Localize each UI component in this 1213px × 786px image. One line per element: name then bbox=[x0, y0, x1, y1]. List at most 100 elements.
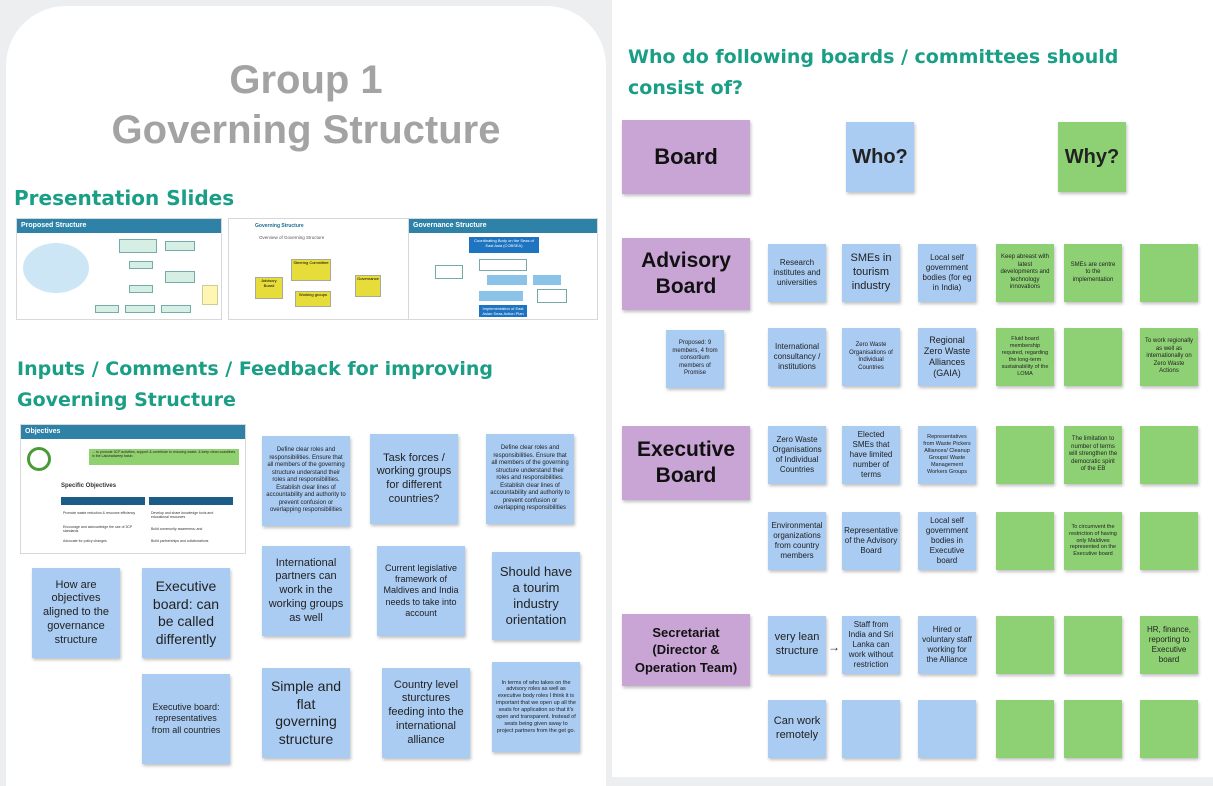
diagram-box bbox=[165, 271, 195, 283]
diagram-box bbox=[165, 241, 195, 251]
target-icon bbox=[27, 447, 51, 471]
why-note-empty[interactable] bbox=[1064, 700, 1122, 758]
inputs-heading-line1: Inputs / Comments / Feedback for improvi… bbox=[17, 358, 494, 380]
objectives-col-header bbox=[61, 497, 145, 505]
why-note-empty[interactable] bbox=[1140, 700, 1198, 758]
right-heading-line2: consist of? bbox=[628, 77, 744, 99]
objective-item: Build partnerships and collaborations bbox=[151, 539, 209, 543]
who-note-empty[interactable] bbox=[842, 700, 900, 758]
why-note-empty[interactable] bbox=[1064, 616, 1122, 674]
sticky-note[interactable]: Country level sturctures feeding into th… bbox=[382, 668, 470, 758]
sticky-note[interactable]: International partners can work in the w… bbox=[262, 546, 350, 636]
board-header[interactable]: Board bbox=[622, 120, 750, 194]
diagram-box bbox=[479, 259, 527, 271]
sticky-note[interactable]: Executive board: can be called different… bbox=[142, 568, 230, 658]
why-note-empty[interactable] bbox=[996, 700, 1054, 758]
presentation-slides-heading: Presentation Slides bbox=[14, 186, 235, 210]
advisory-board-label[interactable]: Advisory Board bbox=[622, 238, 750, 310]
objectives-banner: ... to promote 3CP activities, support &… bbox=[89, 449, 239, 465]
sticky-note[interactable]: Task forces / working groups for differe… bbox=[370, 434, 458, 524]
who-note[interactable]: Representatives from Waste Pickers Allia… bbox=[918, 426, 976, 484]
sticky-note[interactable]: Current legislative framework of Maldive… bbox=[377, 546, 465, 636]
sticky-note[interactable]: Simple and flat governing structure bbox=[262, 668, 350, 758]
why-note[interactable]: Keep abreast with latest developments an… bbox=[996, 244, 1054, 302]
who-note[interactable]: International consultancy / institutions bbox=[768, 328, 826, 386]
slide-title: Governing Structure bbox=[255, 223, 304, 229]
why-header[interactable]: Why? bbox=[1058, 122, 1126, 192]
steering-committee-box: Steering Committee bbox=[291, 259, 331, 281]
sticky-note[interactable]: How are objectives aligned to the govern… bbox=[32, 568, 120, 658]
sticky-note[interactable]: Executive board: representatives from al… bbox=[142, 674, 230, 764]
left-panel: Group 1 Governing Structure Presentation… bbox=[6, 6, 606, 786]
title-governing-structure: Governing Structure bbox=[111, 108, 501, 152]
executive-board-label[interactable]: Executive Board bbox=[622, 426, 750, 500]
who-note[interactable]: Zero Waste Organisations of Individual C… bbox=[768, 426, 826, 484]
why-note[interactable]: To circumvent the restriction of having … bbox=[1064, 512, 1122, 570]
why-note[interactable]: Fluid board membership required, regardi… bbox=[996, 328, 1054, 386]
why-note-empty[interactable] bbox=[1064, 328, 1122, 386]
who-note-empty[interactable] bbox=[918, 700, 976, 758]
why-note-empty[interactable] bbox=[1140, 512, 1198, 570]
who-note[interactable]: Representative of the Advisory Board bbox=[842, 512, 900, 570]
who-note[interactable]: Hired or voluntary staff working for the… bbox=[918, 616, 976, 674]
arrow-icon: → bbox=[828, 640, 840, 654]
sticky-note[interactable]: Define clear roles and responsibilities.… bbox=[262, 436, 350, 526]
sticky-note[interactable]: Should have a tourim industry orientatio… bbox=[492, 552, 580, 640]
title-group: Group 1 bbox=[229, 58, 383, 102]
who-note[interactable]: Environmental organizations from country… bbox=[768, 512, 826, 570]
objectives-slide[interactable]: Objectives ... to promote 3CP activities… bbox=[20, 424, 246, 554]
slide-thumbnail-governing[interactable]: Governing Structure Overview of Governin… bbox=[228, 218, 410, 320]
why-note-empty[interactable] bbox=[996, 426, 1054, 484]
who-note[interactable]: Can work remotely bbox=[768, 700, 826, 758]
why-note[interactable]: To work regionally as well as internatio… bbox=[1140, 328, 1198, 386]
secretariat-label[interactable]: Secretariat (Director & Operation Team) bbox=[622, 614, 750, 686]
why-note[interactable]: SMEs are centre to the implementation bbox=[1064, 244, 1122, 302]
who-note[interactable]: Zero Waste Organisations of Individual C… bbox=[842, 328, 900, 386]
slide-title: Objectives bbox=[21, 425, 245, 439]
action-plan-box: Implementation of East Asian Seas Action… bbox=[479, 305, 527, 317]
objective-item: Promote waste reduction & resource effic… bbox=[63, 511, 136, 515]
slide-thumbnail-governance[interactable]: Governance Structure Coordinating Body o… bbox=[408, 218, 598, 320]
proposed-members-note[interactable]: Proposed: 9 members, 4 from consortium m… bbox=[666, 330, 724, 388]
right-heading-line1: Who do following boards / committees sho… bbox=[628, 46, 1119, 68]
who-note[interactable]: Elected SMEs that have limited number of… bbox=[842, 426, 900, 484]
why-note-empty[interactable] bbox=[1140, 426, 1198, 484]
who-header[interactable]: Who? bbox=[846, 122, 914, 192]
who-note[interactable]: Staff from India and Sri Lanka can work … bbox=[842, 616, 900, 674]
diagram-box bbox=[119, 239, 157, 253]
objectives-col-header bbox=[149, 497, 233, 505]
slide-title: Proposed Structure bbox=[17, 219, 221, 233]
diagram-box bbox=[487, 275, 527, 285]
cobsea-box: Coordinating Body on the Seas of East As… bbox=[469, 237, 539, 253]
who-note[interactable]: Research institutes and universities bbox=[768, 244, 826, 302]
who-note[interactable]: very lean structure bbox=[768, 616, 826, 674]
sticky-note[interactable]: Define clear roles and responsibilities.… bbox=[486, 434, 574, 524]
advisory-board-box: Advisory Board bbox=[255, 277, 283, 299]
objective-item: Develop and share knowledge tools and ed… bbox=[151, 511, 214, 519]
sticky-note[interactable]: In terms of who takes on the advisory ro… bbox=[492, 662, 580, 752]
diagram-box bbox=[129, 261, 153, 269]
inputs-heading-line2: Governing Structure bbox=[17, 389, 236, 411]
why-note[interactable]: HR, finance, reporting to Executive boar… bbox=[1140, 616, 1198, 674]
diagram-box bbox=[95, 305, 119, 313]
why-note-empty[interactable] bbox=[996, 512, 1054, 570]
diagram-box bbox=[533, 275, 561, 285]
working-groups-box: Working groups bbox=[295, 291, 331, 307]
governance-box: Governance bbox=[355, 275, 381, 297]
why-note-empty[interactable] bbox=[996, 616, 1054, 674]
objective-item: Encourage and acknowledge the use of 3CP… bbox=[63, 525, 133, 533]
slide-thumbnail-proposed[interactable]: Proposed Structure bbox=[16, 218, 222, 320]
diagram-box bbox=[125, 305, 155, 313]
diagram-note bbox=[202, 285, 218, 305]
diagram-box bbox=[479, 291, 523, 301]
who-note[interactable]: Regional Zero Waste Alliances (GAIA) bbox=[918, 328, 976, 386]
who-note[interactable]: Local self government bodies in Executiv… bbox=[918, 512, 976, 570]
diagram-box bbox=[435, 265, 463, 279]
slide-title: Governance Structure bbox=[409, 219, 597, 233]
why-note-empty[interactable] bbox=[1140, 244, 1198, 302]
diagram-box bbox=[129, 285, 153, 293]
objective-item: Advocate for policy changes bbox=[63, 539, 107, 543]
who-note[interactable]: Local self government bodies (for eg in … bbox=[918, 244, 976, 302]
why-note[interactable]: The limitation to number of terms will s… bbox=[1064, 426, 1122, 484]
who-note[interactable]: SMEs in tourism industry bbox=[842, 244, 900, 302]
